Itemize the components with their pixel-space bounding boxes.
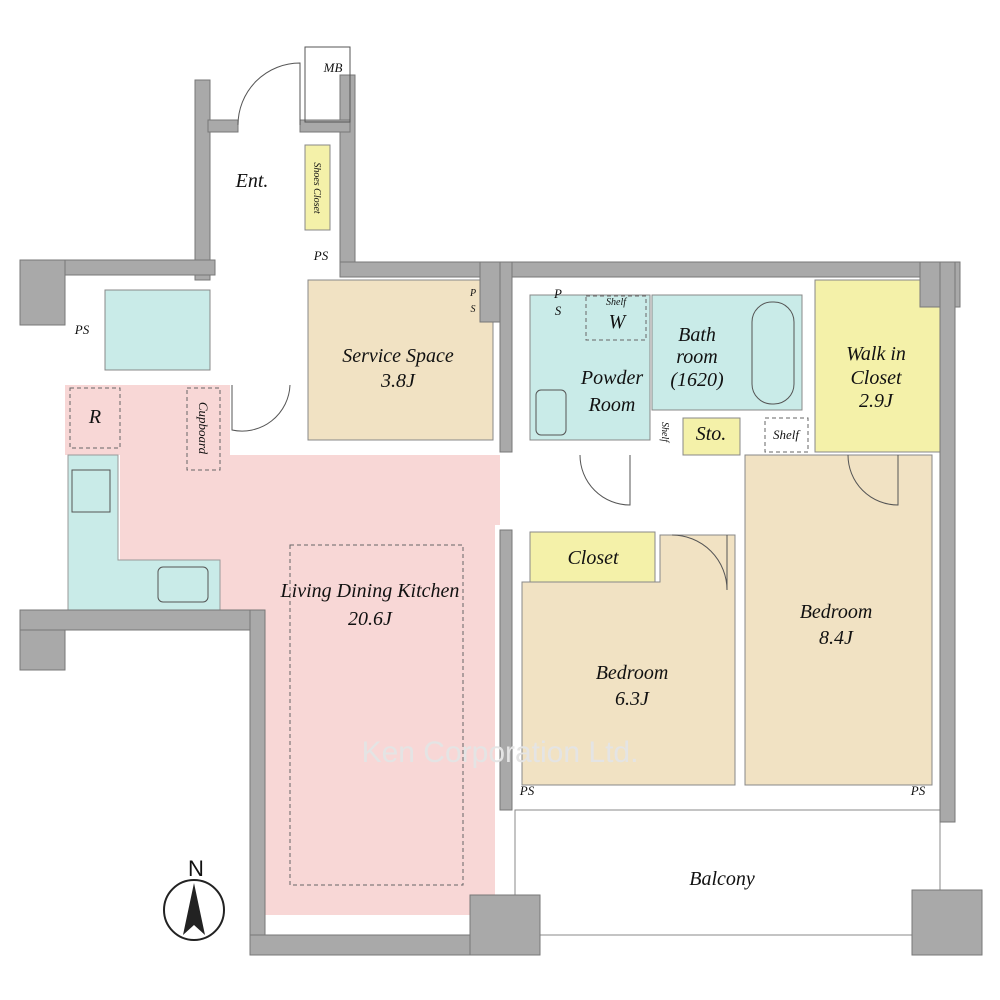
corridor-door-swing [579, 454, 631, 506]
ps-label: PS [910, 783, 926, 798]
kitchen-sink [157, 566, 209, 603]
watermark: Ken Corporation Ltd. [362, 736, 639, 769]
bathroom-label: Bath [678, 324, 716, 346]
balcony-label: Balcony [689, 868, 755, 890]
ps-p-label: P [553, 286, 562, 301]
powder-room [529, 294, 651, 441]
walk-in-closet-room [814, 279, 941, 453]
entrance-door-swing [237, 62, 301, 126]
ps-label: PS [313, 248, 329, 263]
service-space-size: 3.8J [380, 370, 416, 392]
bedroom-2-label: Bedroom [800, 601, 873, 623]
entrance-label: Ent. [235, 170, 269, 192]
powder-room-label: Powder [580, 367, 643, 389]
bathroom-size: (1620) [670, 369, 724, 391]
bedroom-2-room [744, 454, 933, 786]
closet-label: Closet [567, 547, 619, 569]
bedroom-1-label: Bedroom [596, 662, 669, 684]
balcony-area [514, 809, 941, 936]
refrigerator-space [69, 387, 121, 449]
bedroom-1-door-swing [671, 534, 728, 591]
sink [535, 389, 567, 436]
ldk-label: Living Dining Kitchen [280, 580, 460, 602]
shelf-label: Shelf [773, 427, 801, 442]
washer-space [585, 295, 647, 341]
ps-p-label: P [469, 288, 476, 299]
hall-door-swing [231, 384, 291, 432]
washer-label: W [609, 311, 628, 333]
ldk-area [65, 385, 500, 915]
shoes-closet-label: Shoes Closet [311, 162, 322, 214]
ps-s-label: S [555, 303, 562, 318]
powder-room-label-2: Room [588, 394, 636, 416]
ps-s-label: S [471, 304, 476, 315]
mb-box [304, 46, 351, 123]
ps-label: PS [74, 322, 90, 337]
shelf-label: Shelf [659, 422, 670, 443]
cupboard-space [186, 387, 221, 471]
ldk-size: 20.6J [348, 608, 393, 630]
walk-in-closet-label-2: Closet [850, 367, 902, 389]
bedroom-2-size: 8.4J [819, 627, 854, 649]
closet-room [529, 531, 656, 583]
walk-in-closet-label: Walk in [846, 343, 906, 365]
walls [19, 74, 983, 956]
ldk-dashed-zone [289, 544, 464, 886]
bathroom [651, 294, 803, 411]
bathroom-label-2: room [676, 346, 717, 368]
mb-label: MB [323, 60, 343, 75]
cupboard-label: Cupboard [196, 402, 211, 455]
walk-in-closet-size: 2.9J [859, 390, 894, 412]
bathtub [751, 301, 795, 405]
storage-label: Sto. [696, 423, 727, 445]
bedroom-1-size: 6.3J [615, 688, 650, 710]
north-arrow-icon [183, 883, 205, 935]
bedroom-2-door-swing [847, 454, 899, 506]
north-compass: N [163, 856, 225, 941]
storage-room [682, 417, 741, 456]
service-space-label: Service Space [342, 345, 454, 367]
shelf-label: Shelf [606, 297, 627, 308]
shoes-closet [304, 144, 331, 231]
north-label: N [188, 856, 204, 881]
shelf-box [764, 417, 809, 453]
service-space-room [307, 279, 494, 441]
stove [71, 469, 111, 513]
refrigerator-label: R [88, 406, 101, 428]
toilet-room [104, 289, 211, 371]
ps-label: PS [519, 783, 535, 798]
